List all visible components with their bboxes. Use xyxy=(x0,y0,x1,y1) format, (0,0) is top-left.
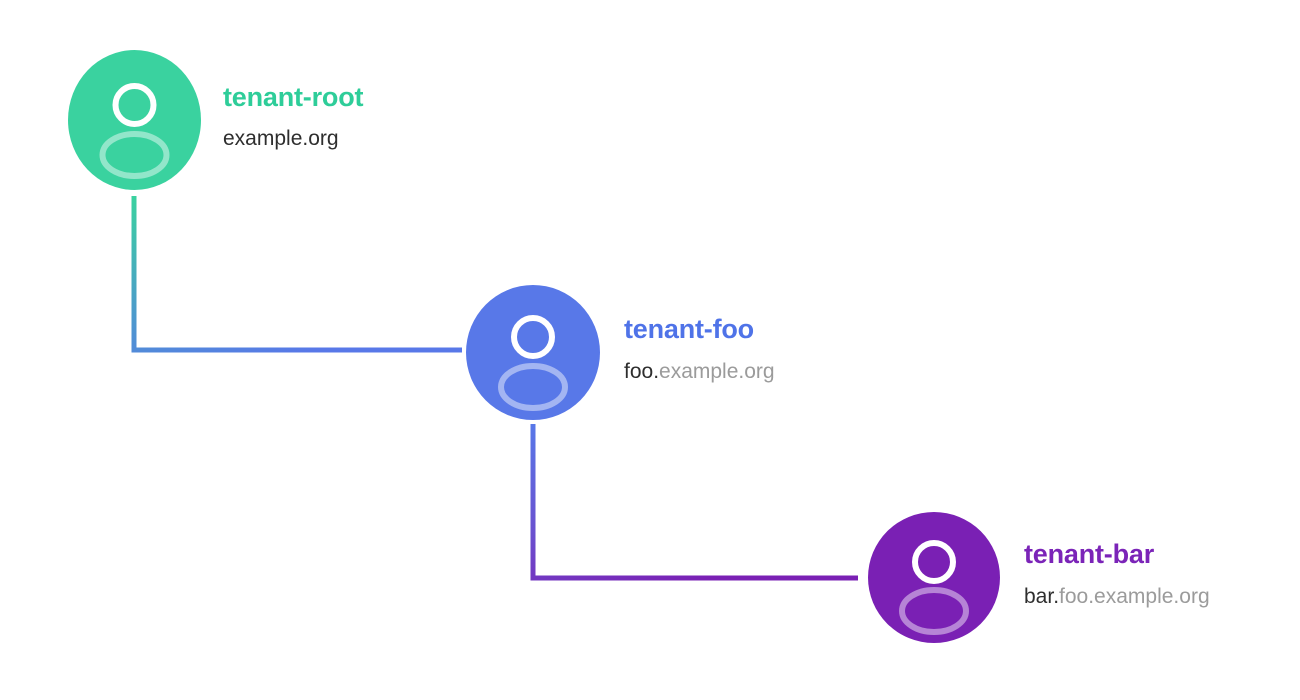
connector-foo-to-bar xyxy=(530,424,858,581)
node-text-tenant-bar: tenant-bar bar.foo.example.org xyxy=(1024,539,1210,615)
connector-root-to-foo xyxy=(131,196,462,353)
node-subtitle-tenant-bar: bar.foo.example.org xyxy=(1024,584,1210,609)
avatar-tenant-foo[interactable] xyxy=(466,285,600,420)
node-text-tenant-foo: tenant-foo foo.example.org xyxy=(624,314,775,390)
person-icon xyxy=(498,315,568,411)
node-title-tenant-foo: tenant-foo xyxy=(624,314,754,345)
node-domain-prefix-tenant-foo: foo. xyxy=(624,359,660,383)
avatar-tenant-root[interactable] xyxy=(68,50,201,190)
node-title-tenant-root: tenant-root xyxy=(223,81,364,112)
person-icon xyxy=(899,540,969,635)
node-domain-suffix-tenant-bar: foo.example.org xyxy=(1059,584,1210,608)
tenant-node-tenant-bar[interactable]: tenant-bar bar.foo.example.org xyxy=(868,512,1210,643)
node-domain-suffix-tenant-foo: example.org xyxy=(659,359,775,383)
node-subtitle-tenant-foo: foo.example.org xyxy=(624,359,775,384)
node-text-tenant-root: tenant-root example.org xyxy=(223,81,364,158)
node-subtitle-tenant-root: example.org xyxy=(223,126,363,151)
avatar-tenant-bar[interactable] xyxy=(868,512,1000,643)
tenant-node-tenant-root[interactable]: tenant-root example.org xyxy=(68,50,363,190)
tenant-node-tenant-foo[interactable]: tenant-foo foo.example.org xyxy=(466,285,775,420)
node-title-tenant-bar: tenant-bar xyxy=(1024,539,1155,570)
person-icon xyxy=(99,83,170,179)
node-domain-prefix-tenant-root: example.org xyxy=(223,127,339,151)
node-domain-prefix-tenant-bar: bar. xyxy=(1024,584,1060,608)
